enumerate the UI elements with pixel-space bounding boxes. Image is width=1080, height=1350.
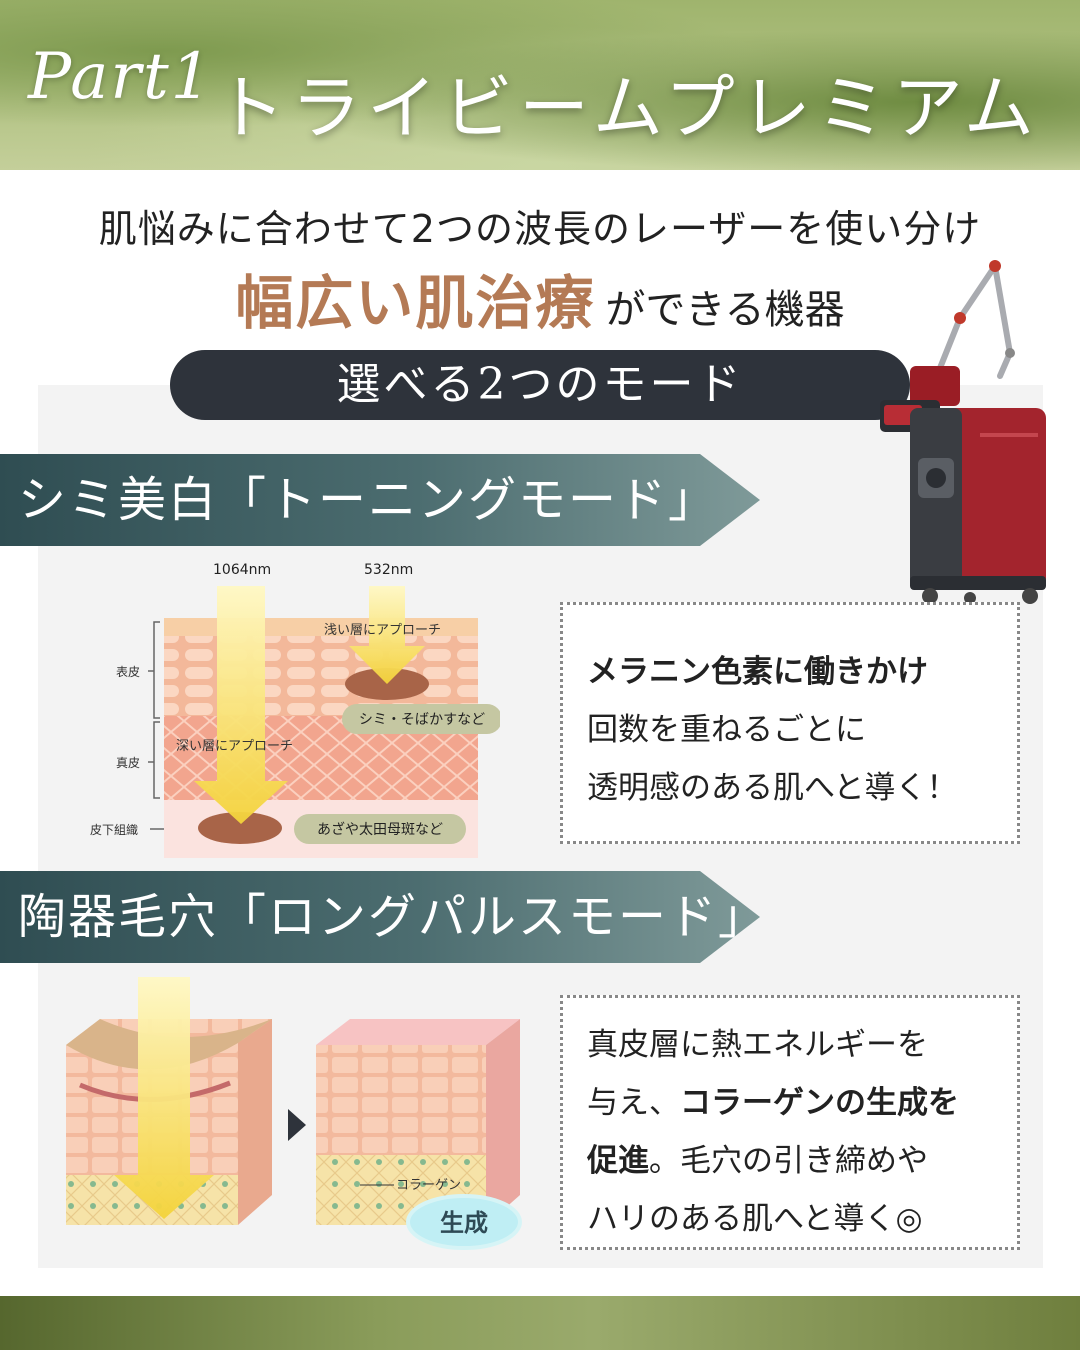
mode2-line-2-bold: コラーゲンの生成を (680, 1085, 959, 1121)
intro-line-2-rest: ができる機器 (605, 287, 845, 333)
mode2-line-3-bold: 促進 (587, 1143, 649, 1179)
note-shallow: 浅い層にアプローチ (324, 623, 441, 638)
wavelength-532: 532nm (364, 562, 413, 578)
mode2-line-2a: 与え、 (587, 1085, 680, 1121)
mode2-description-box: 真皮層に熱エネルギーを 与え、コラーゲンの生成を 促進。毛穴の引き締めや ハリの… (560, 995, 1020, 1250)
toning-mode-diagram: 表皮 真皮 皮下組織 1064nm 532nm 浅い層にアプローチ 深い層にアプ… (90, 562, 500, 858)
laser-device-image (880, 260, 1046, 604)
tag-spots: シミ・そばかすなど (359, 712, 485, 728)
tag-nevus: あざや太田母斑など (317, 821, 443, 838)
intro-line-2: 幅広い肌治療ができる機器 (0, 256, 1080, 340)
intro-highlight: 幅広い肌治療 (235, 269, 596, 337)
mode2-line-4: ハリのある肌へと導く◎ (587, 1201, 923, 1237)
modes-heading: 選べる2つのモード (170, 350, 910, 420)
mode1-line-2: 回数を重ねるごとに (587, 712, 866, 748)
part-label: Part1 (28, 40, 214, 114)
label-epidermis: 表皮 (116, 665, 140, 679)
generate-badge: 生成 (440, 1209, 488, 1237)
intro-line-1: 肌悩みに合わせて2つの波長のレーザーを使い分け (98, 207, 982, 251)
mode1-description-box: メラニン色素に働きかけ 回数を重ねるごとに 透明感のある肌へと導く！ (560, 602, 1020, 844)
mode1-bold-line: メラニン色素に働きかけ (587, 654, 928, 690)
long-pulse-mode-diagram: コラーゲン 生成 (66, 977, 522, 1250)
mode1-line-3: 透明感のある肌へと導く！ (587, 770, 958, 806)
wavelength-1064: 1064nm (213, 562, 271, 578)
label-subcutis: 皮下組織 (90, 823, 138, 837)
mode2-title-band: 陶器毛穴「ロングパルスモード」 (0, 871, 760, 963)
note-deep: 深い層にアプローチ (176, 739, 293, 754)
footer-strip (0, 1296, 1080, 1350)
page-title: トライビームプレミアム (215, 67, 1040, 149)
mode1-title-band: シミ美白「トーニングモード」 (0, 454, 760, 546)
mode2-line-1: 真皮層に熱エネルギーを (587, 1027, 928, 1063)
collagen-label: コラーゲン (396, 1178, 461, 1193)
header-banner: Part1 トライビームプレミアム (0, 0, 1080, 170)
mode2-line-3-rest: 。毛穴の引き締めや (649, 1143, 928, 1179)
label-dermis: 真皮 (116, 756, 140, 770)
